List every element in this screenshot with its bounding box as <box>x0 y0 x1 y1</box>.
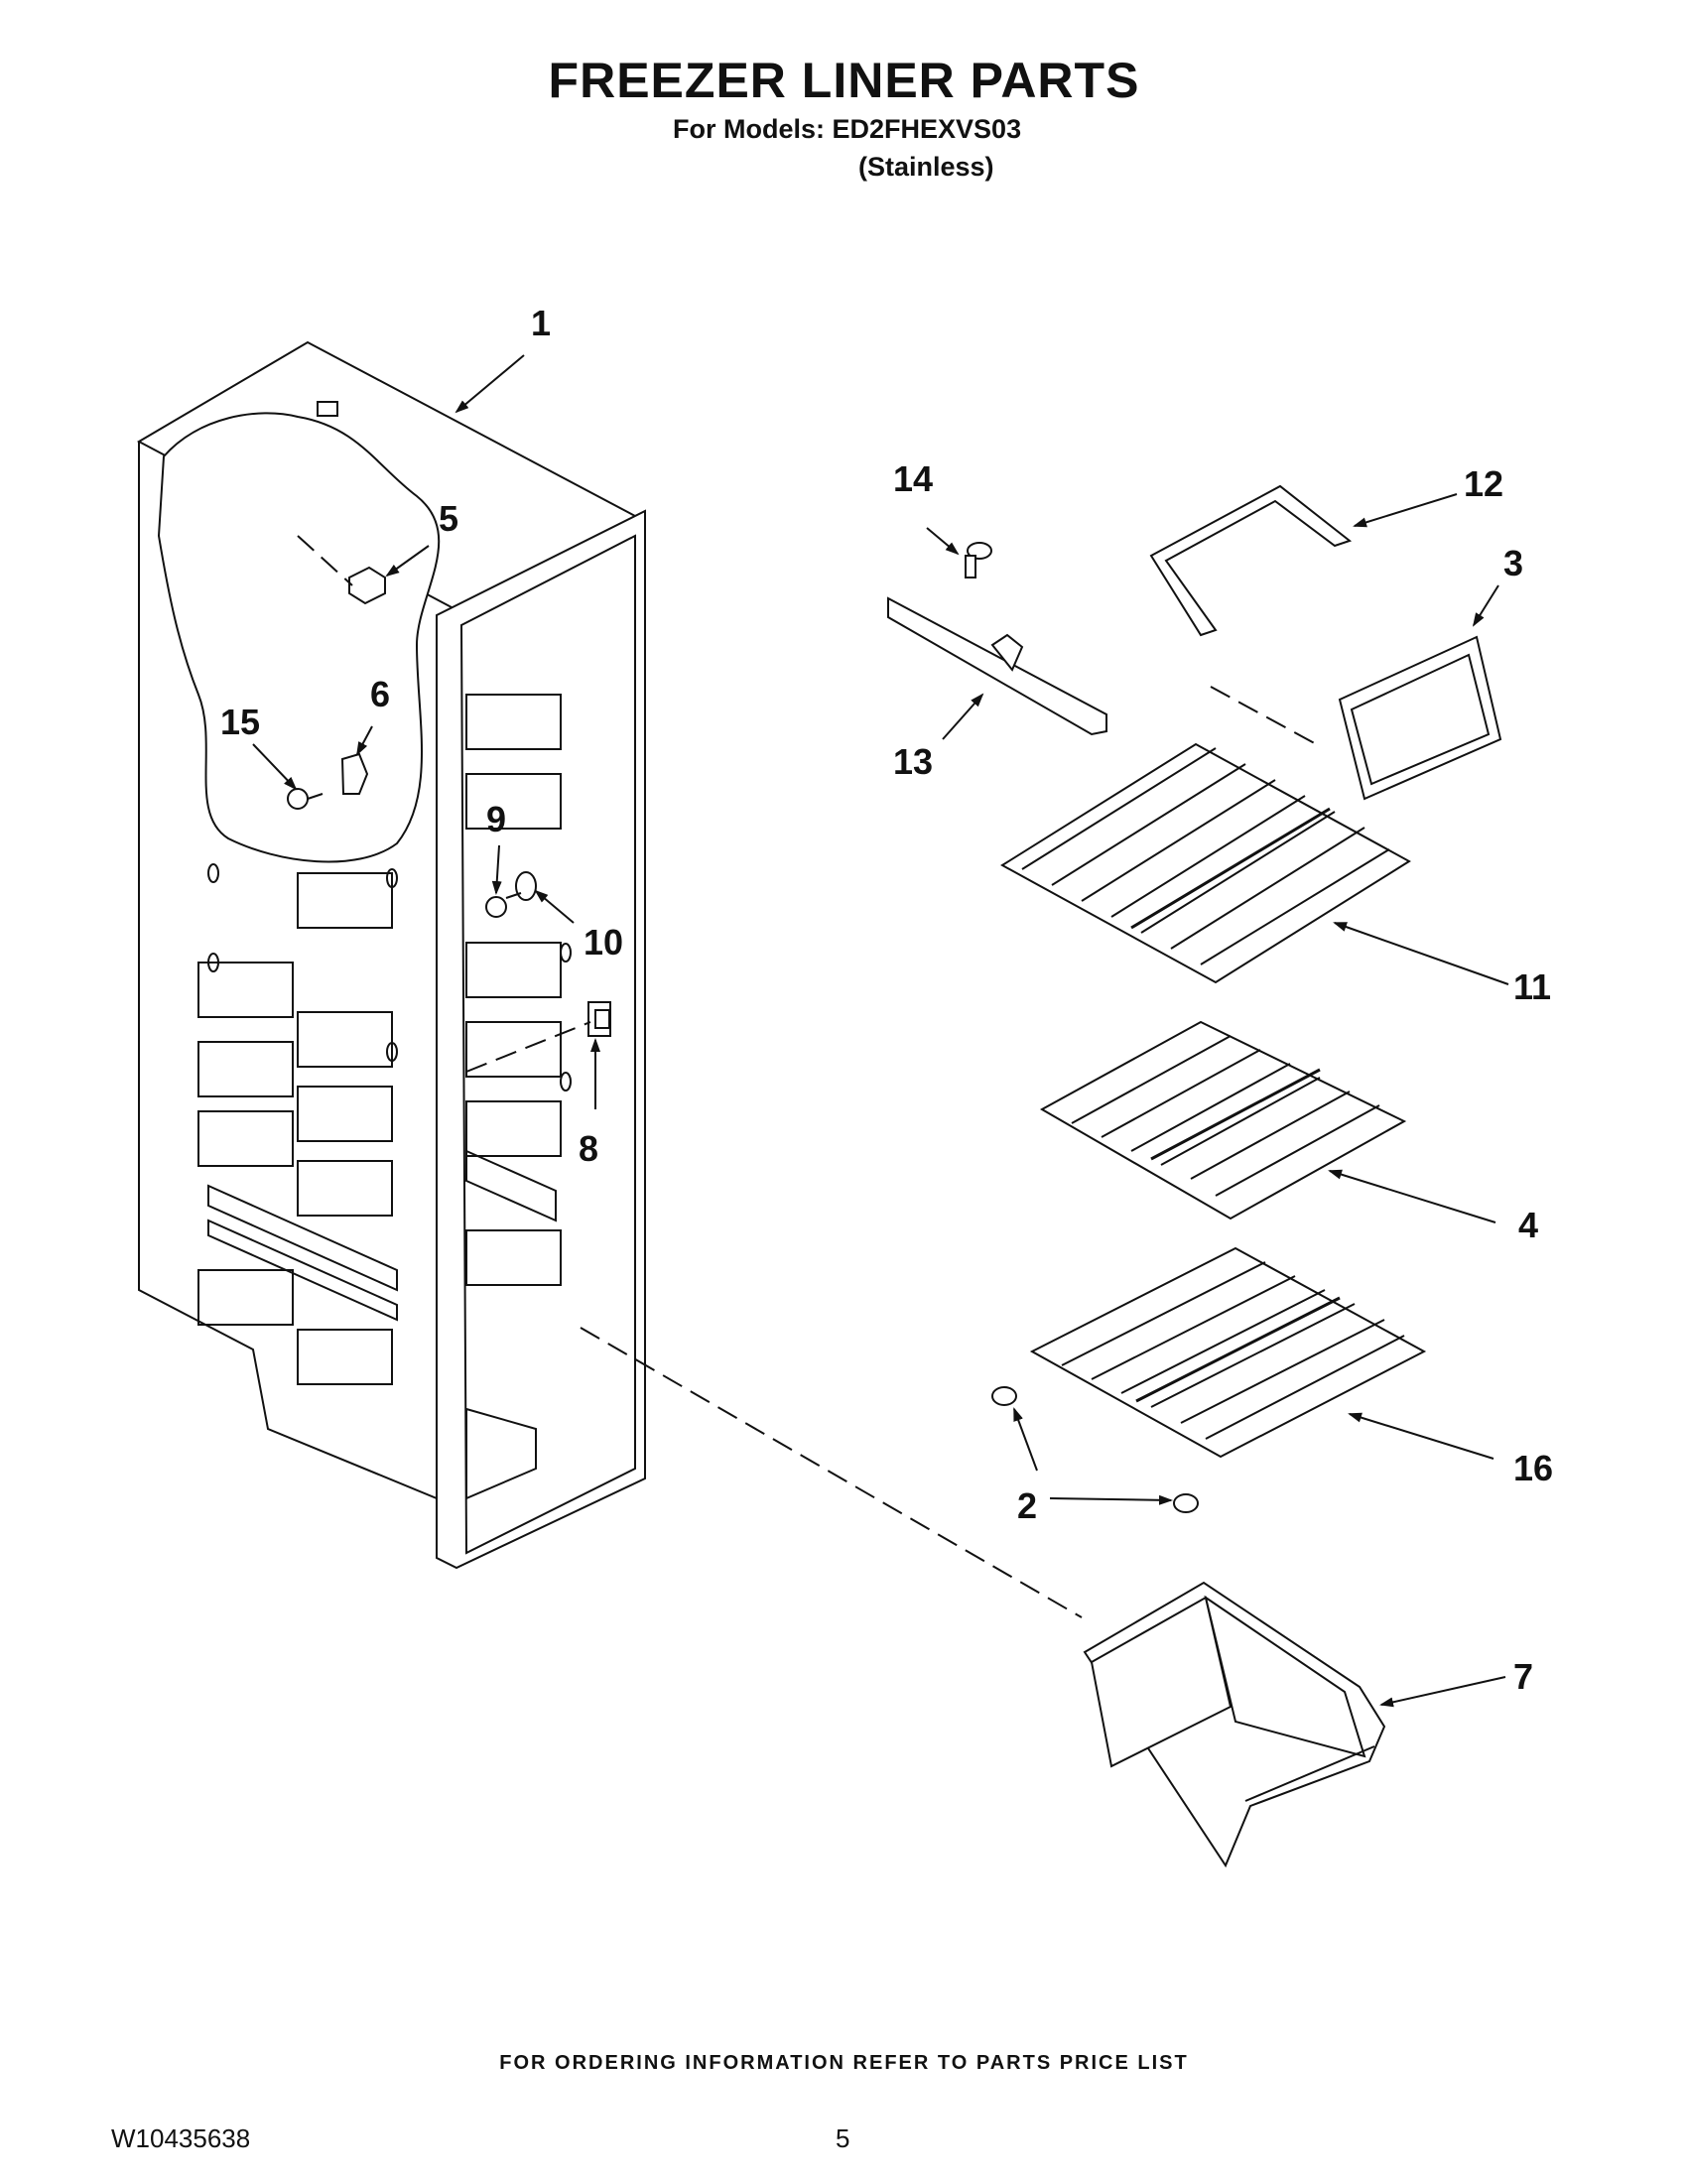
model-variant: (Stainless) <box>858 152 994 182</box>
callout-7: 7 <box>1513 1656 1533 1697</box>
part-7-bin <box>1083 1581 1386 1868</box>
callout-10: 10 <box>584 922 623 963</box>
part-8-block <box>587 1001 611 1037</box>
callout-16: 16 <box>1513 1448 1553 1488</box>
page-title: FREEZER LINER PARTS <box>548 53 1140 108</box>
part-14-screw <box>965 542 992 578</box>
freezer-liner <box>136 340 646 1570</box>
part-12-frame <box>1149 484 1353 637</box>
part-15-screw <box>287 788 324 810</box>
callout-1: 1 <box>531 303 551 343</box>
callout-12: 12 <box>1464 463 1503 504</box>
shelf-16 <box>1029 1246 1427 1459</box>
callout-15: 15 <box>220 702 260 742</box>
callout-2: 2 <box>1017 1485 1037 1526</box>
callout-13: 13 <box>893 741 933 782</box>
callout-9: 9 <box>486 799 506 839</box>
callout-6: 6 <box>370 674 390 714</box>
callout-5: 5 <box>439 498 458 539</box>
callout-14: 14 <box>893 458 933 499</box>
part-3-pan <box>1338 635 1502 801</box>
part-10-spacer <box>505 871 537 901</box>
models-line: For Models: ED2FHEXVS03 <box>673 114 1022 144</box>
document-number: W10435638 <box>111 2123 251 2153</box>
part-2-end-caps <box>991 1386 1199 1513</box>
callout-8: 8 <box>579 1128 598 1169</box>
part-13-shelf-support <box>887 596 1107 736</box>
page-number: 5 <box>836 2123 850 2153</box>
shelf-4 <box>1039 1020 1407 1220</box>
callout-3: 3 <box>1503 543 1523 583</box>
ordering-note: FOR ORDERING INFORMATION REFER TO PARTS … <box>499 2052 1189 2074</box>
callout-4: 4 <box>1518 1205 1538 1245</box>
shelf-11 <box>1000 742 1411 984</box>
part-9-screw <box>485 896 507 918</box>
part-5-clip <box>348 566 386 605</box>
callout-11: 11 <box>1513 966 1551 1007</box>
